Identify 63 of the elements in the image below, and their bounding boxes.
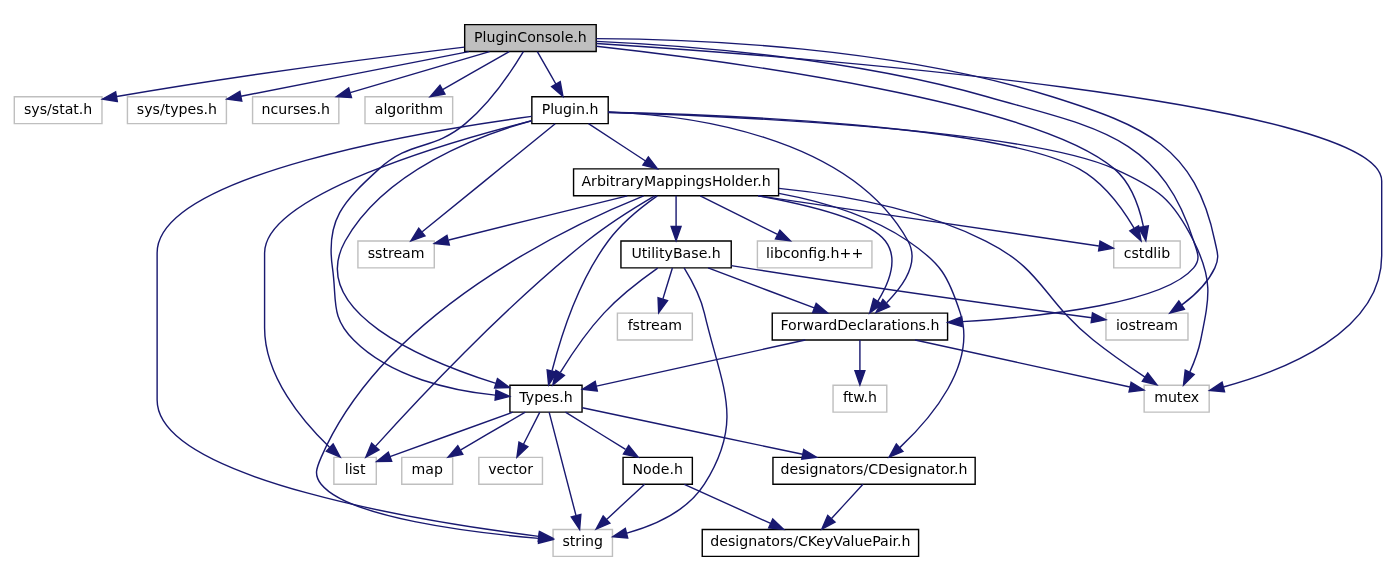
arrow [551, 267, 659, 387]
node-box: iostream [1105, 312, 1189, 341]
arrow [581, 407, 819, 460]
arrow [548, 411, 582, 532]
arrow [757, 195, 893, 315]
node-box: PluginConsole.h [463, 23, 597, 53]
arrow [374, 411, 514, 463]
node-box: cstdlib [1113, 240, 1181, 269]
node-box: ncurses.h [251, 96, 340, 125]
arrow [670, 195, 683, 243]
arrow [595, 42, 1383, 393]
node-box: UtilityBase.h [620, 240, 732, 269]
arrow [820, 483, 864, 531]
arrow [607, 111, 1209, 387]
arrow [516, 411, 541, 459]
arrow [853, 339, 866, 387]
arrow [564, 411, 640, 459]
node-box: ftw.h [832, 384, 888, 413]
arrow [546, 195, 658, 387]
node-box: vector [478, 456, 544, 485]
node-box: map [401, 456, 454, 485]
node-box: ForwardDeclarations.h [771, 312, 949, 341]
arrow [757, 195, 1116, 252]
arrow [263, 120, 533, 459]
arrow [610, 267, 728, 539]
arrow [432, 195, 628, 246]
arrow [594, 483, 646, 531]
arrow [364, 195, 656, 459]
node-box: sstream [357, 240, 435, 269]
node-box: algorithm [364, 96, 454, 125]
arrow [428, 50, 510, 98]
arrow [595, 45, 1150, 243]
node-box: designators/CKeyValuePair.h [701, 528, 920, 558]
arrow [683, 483, 786, 531]
node-box: designators/CDesignator.h [772, 456, 976, 485]
arrow [778, 187, 1159, 386]
node-box: Types.h [509, 384, 583, 413]
arrow [334, 50, 491, 99]
arrow [657, 267, 674, 315]
arrow [409, 122, 556, 243]
arrow [607, 111, 913, 315]
node-box: fstream [616, 312, 694, 341]
node-box: mutex [1143, 384, 1210, 413]
arrow [224, 50, 470, 102]
arrow [699, 195, 793, 242]
node-box: ArbitraryMappingsHolder.h [572, 168, 780, 197]
arrow [707, 267, 830, 314]
arrow [330, 51, 525, 402]
arrow [778, 192, 965, 459]
node-box: libconfig.h++ [756, 240, 873, 269]
arrow [446, 411, 526, 459]
node-box: sys/stat.h [13, 96, 103, 125]
node-box: string [552, 528, 614, 558]
node-box: Node.h [622, 456, 694, 485]
node-box: list [333, 456, 377, 485]
arrow [536, 50, 564, 99]
arrow [100, 46, 466, 103]
node-box: sys/types.h [126, 96, 228, 125]
arrow [580, 339, 806, 392]
node-box: Plugin.h [531, 96, 609, 125]
arrow [587, 123, 660, 170]
arrow [914, 339, 1146, 393]
arrow [730, 264, 1108, 324]
